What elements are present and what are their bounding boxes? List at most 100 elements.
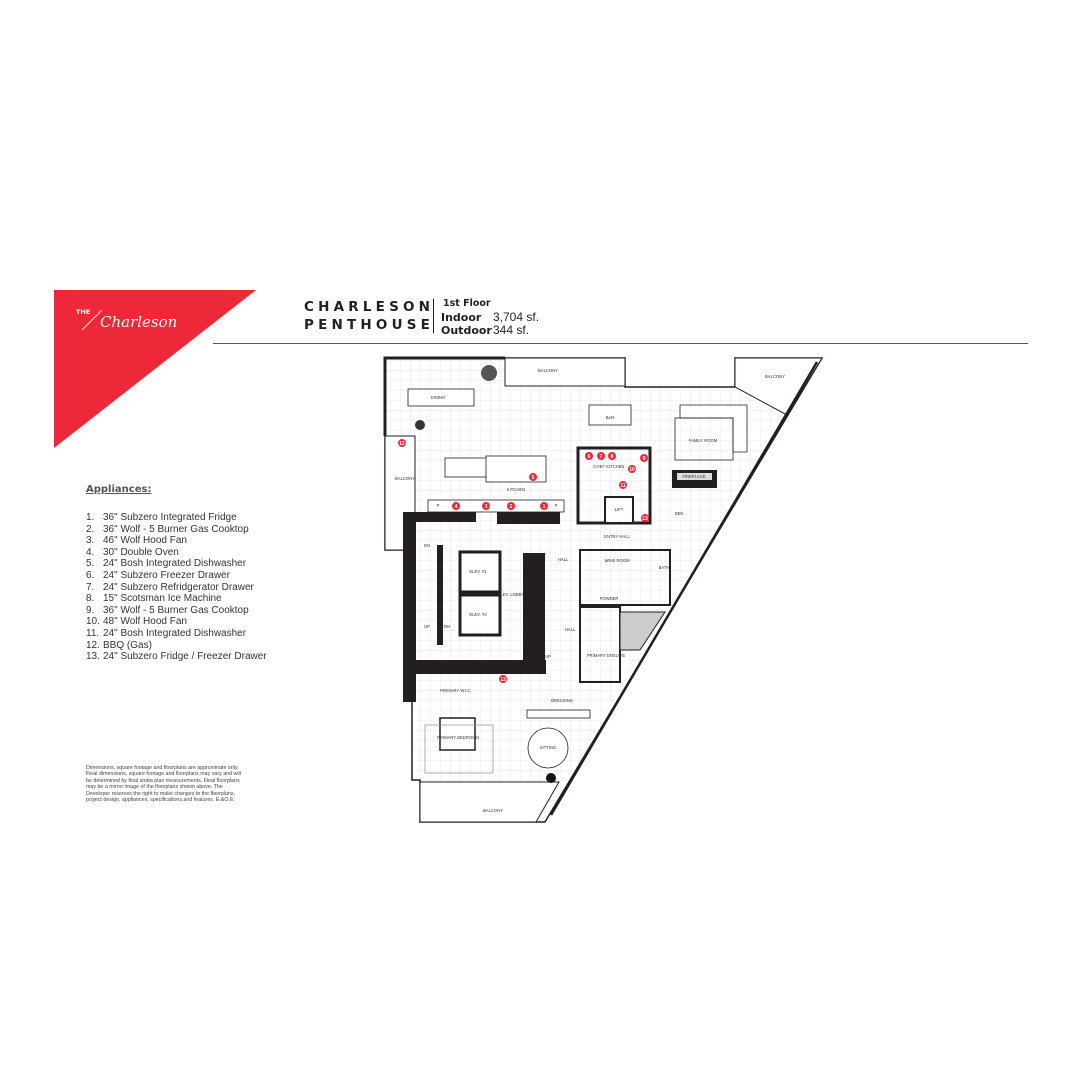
core-bottom-wall (416, 660, 546, 674)
title-line-2: PENTHOUSE (304, 317, 435, 333)
page-title: CHARLESON PENTHOUSE (304, 298, 434, 334)
room-label: KITCHEN (507, 487, 525, 492)
room-label: UP (424, 624, 430, 629)
title-line-1: CHARLESON (304, 299, 435, 315)
ensuite-tub-area (619, 611, 666, 651)
header-rule (213, 343, 1028, 344)
kitchen-counter-wall (497, 512, 560, 524)
kitchen-back-counter (427, 499, 565, 513)
room-label: ENTRY HALL (604, 534, 630, 539)
appliance-marker: 13 (641, 514, 649, 522)
room-label: BALCONY (538, 368, 558, 373)
appliance-label: 24" Subzero Refridgerator Drawer (103, 581, 254, 593)
appliance-marker: 3 (482, 502, 490, 510)
plant (481, 365, 497, 381)
appliance-number: 5. (86, 558, 95, 570)
appliance-number: 12. (86, 639, 100, 651)
indoor-label: Indoor (441, 310, 482, 324)
appliance-label: 36" Wolf - 5 Burner Gas Cooktop (103, 604, 249, 616)
marker-dot (507, 502, 515, 510)
room-label: DN (424, 543, 430, 548)
marker-dot (540, 502, 548, 510)
top-balcony (504, 357, 626, 387)
marker-dot (585, 452, 593, 460)
room-label: FAMILY ROOM (689, 438, 718, 443)
appliance-label: 46" Wolf Hood Fan (103, 535, 187, 547)
appliance-item: 9. 36" Wolf - 5 Burner Gas Cooktop (86, 605, 267, 617)
appliance-label: 15" Scotsman Ice Machine (103, 593, 222, 605)
room-label: PRIMARY W.I.C. (440, 688, 472, 693)
marker-dot (597, 452, 605, 460)
appliance-item: 1. 36" Subzero Integrated Fridge (86, 512, 267, 524)
appliance-label: 48" Wolf Hood Fan (103, 616, 187, 628)
svg-text:THE: THE (76, 308, 90, 316)
appliance-item: 7. 24" Subzero Refridgerator Drawer (86, 582, 267, 594)
marker-number: 4 (455, 504, 458, 510)
room-label: LIFT (615, 507, 624, 512)
family-rug (674, 417, 734, 461)
room-label: ELEV. #2 (469, 612, 487, 617)
lift (604, 496, 634, 524)
marker-dot (529, 473, 537, 481)
room-label: PRIMARY BEDROOM (437, 735, 479, 740)
marker-dot (499, 675, 507, 683)
room-label: CHEF KITCHEN (594, 464, 625, 469)
room-label: PRIMARY ENSUITE (587, 653, 625, 658)
marker-number: 13 (500, 677, 506, 683)
appliance-label: 30" Double Oven (103, 546, 179, 558)
appliance-marker: 2 (507, 502, 515, 510)
room-label: DN (444, 624, 450, 629)
appliance-marker: 12 (398, 439, 406, 447)
marker-number: 10 (629, 467, 635, 473)
room-label: DINING (431, 395, 446, 400)
bottom-balcony (419, 781, 560, 823)
elevator-1 (458, 550, 502, 594)
marker-dot (398, 439, 406, 447)
appliance-marker: 5 (529, 473, 537, 481)
room-label: BALCONY (395, 476, 415, 481)
appliance-item: 13.24" Subzero Fridge / Freezer Drawer (86, 651, 267, 663)
plant (546, 773, 556, 783)
appliance-number: 6. (86, 569, 95, 581)
bedroom-rug (424, 724, 494, 774)
appliance-number: 1. (86, 512, 95, 523)
appliance-label: 24" Subzero Fridge / Freezer Drawer (103, 651, 267, 663)
room-label: BAR (606, 415, 615, 420)
appliance-label: 36" Wolf - 5 Burner Gas Cooktop (103, 523, 249, 535)
elevator-2 (458, 593, 502, 637)
appliance-number: 7. (86, 581, 95, 593)
appliance-marker: 7 (597, 452, 605, 460)
marker-number: 2 (510, 504, 513, 510)
marker-number: 3 (485, 504, 488, 510)
title-divider (433, 299, 434, 333)
marker-number: 9 (643, 456, 646, 462)
disclaimer: Dimensions, square footage and floorplan… (86, 765, 241, 804)
appliance-label: 36" Subzero Integrated Fridge (103, 512, 237, 523)
appliance-label: 24" Bosh Integrated Dishwasher (103, 558, 247, 570)
window-wall (549, 361, 819, 816)
appliance-marker: 8 (608, 452, 616, 460)
outdoor-value: 344 sf. (493, 323, 530, 337)
appliance-label: 24" Subzero Freezer Drawer (103, 569, 230, 581)
wine-powder-walls (579, 549, 671, 606)
appliance-number: 9. (86, 604, 95, 616)
appliance-marker: 4 (452, 502, 460, 510)
island-table (444, 457, 488, 478)
appliance-marker: 6 (585, 452, 593, 460)
room-label: P (555, 503, 558, 508)
plan-floor (384, 357, 824, 823)
appliance-number: 8. (86, 593, 95, 605)
bed (439, 717, 476, 751)
appliance-number: 13. (86, 651, 100, 663)
appliance-item: 12.BBQ (Gas) (86, 640, 267, 652)
room-label: BALCONY (765, 374, 785, 379)
elevator-core-wall (523, 553, 545, 663)
outdoor-label: Outdoor (441, 324, 492, 337)
indoor-value: 3,704 sf. (493, 309, 540, 324)
marker-dot (482, 502, 490, 510)
room-label: BALCONY (483, 808, 503, 813)
appliance-marker: 10 (628, 465, 636, 473)
marker-number: 13 (642, 516, 648, 522)
appliance-item: 2.36" Wolf - 5 Burner Gas Cooktop (86, 524, 267, 536)
